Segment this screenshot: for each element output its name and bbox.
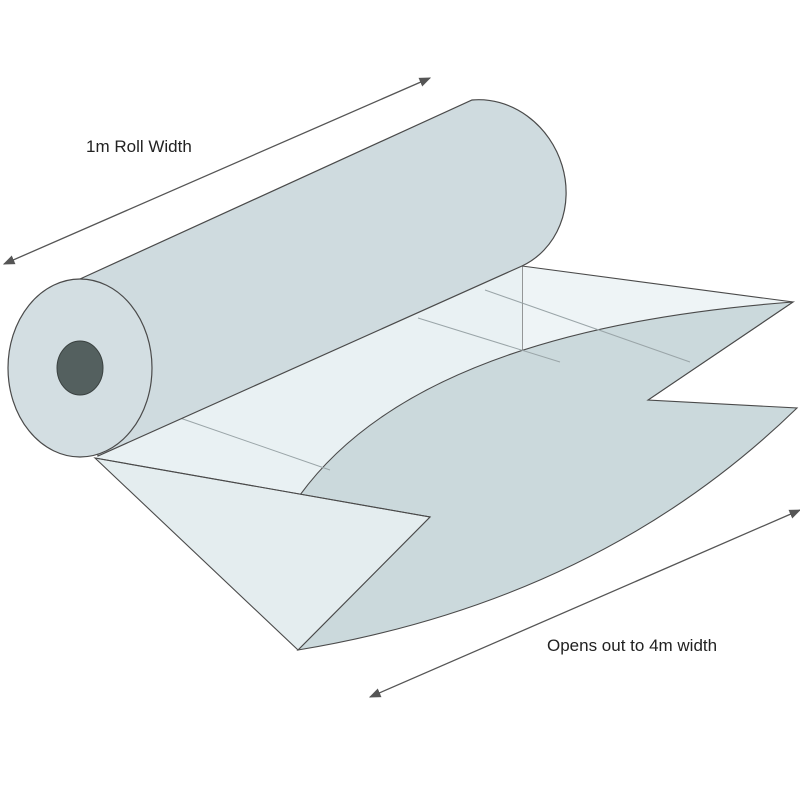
roll-width-arrow (2, 77, 432, 265)
roll-core-hole (56, 340, 104, 396)
opened-width-label: Opens out to 4m width (547, 636, 717, 655)
roll-body (79, 99, 567, 457)
roll-width-label: 1m Roll Width (86, 137, 192, 156)
fold-line-edge (94, 457, 431, 518)
sheet-middle-layer (95, 266, 522, 495)
fold-line-right (484, 289, 691, 363)
fold-line-left (179, 417, 331, 471)
opened-width-arrow (368, 509, 800, 698)
fold-line-middle (417, 317, 561, 363)
